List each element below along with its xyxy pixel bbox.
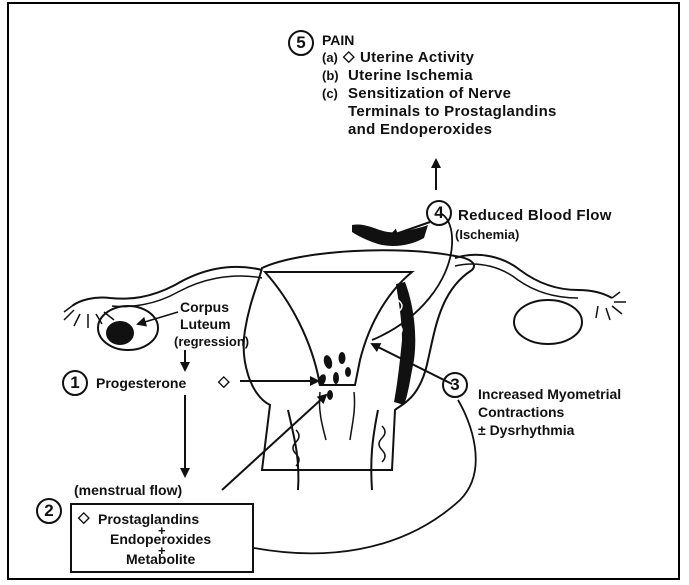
- corpus-luteum: [106, 321, 134, 345]
- pain-item-c-mark: (c): [322, 87, 338, 100]
- pain-item-a: Uterine Activity: [360, 50, 474, 65]
- right-fallopian-tube: [455, 255, 612, 298]
- menstrual-fragments: [317, 352, 351, 400]
- contractions-line3: ± Dysrhythmia: [478, 423, 574, 437]
- pain-item-b: Uterine Ischemia: [348, 68, 473, 83]
- blood-flow-line1: Reduced Blood Flow: [458, 208, 612, 223]
- contractions-line2: Contractions: [478, 405, 564, 419]
- step-5-marker: 5: [288, 30, 314, 56]
- left-fallopian-tube: [72, 267, 262, 306]
- prostaglandins-line3: Metabolite: [126, 552, 195, 566]
- pain-item-a-mark: (a): [322, 51, 338, 64]
- progesterone-label: Progesterone: [96, 376, 186, 390]
- corpus-line1: Corpus: [180, 300, 229, 314]
- cervix-right: [371, 410, 378, 490]
- corpus-line3: (regression): [174, 335, 249, 348]
- decrease-symbol-icon: ◇: [78, 510, 90, 525]
- vagina-wave-right: [379, 426, 385, 462]
- step-3-marker: 3: [442, 372, 468, 398]
- cervix-inner: [319, 392, 354, 440]
- decrease-symbol-icon: ◇: [343, 49, 355, 64]
- pain-item-c-line1: Sensitization of Nerve: [348, 86, 511, 101]
- contractions-line1: Increased Myometrial: [478, 387, 621, 401]
- blood-flow-line2: (Ischemia): [455, 228, 519, 241]
- right-fimbriae: [596, 292, 626, 320]
- pain-item-c-line3: and Endoperoxides: [348, 122, 492, 137]
- pain-item-c-line2: Terminals to Prostaglandins: [348, 104, 557, 119]
- step-2-marker: 2: [36, 498, 62, 524]
- menstrual-flow-label: (menstrual flow): [74, 483, 182, 497]
- step-1-marker: 1: [62, 370, 88, 396]
- pain-item-b-mark: (b): [322, 69, 339, 82]
- right-ovary: [514, 300, 582, 344]
- left-fimbriae: [64, 306, 114, 328]
- pain-title: PAIN: [322, 33, 354, 47]
- decrease-symbol-icon: ◇: [218, 374, 230, 389]
- blood-vessel-right-wall: [394, 282, 415, 405]
- prostaglandins-to-contractions-curve: [254, 400, 476, 553]
- step-4-marker: 4: [426, 200, 452, 226]
- flow-to-uterus-arrow: [222, 395, 326, 490]
- prostaglandins-line1: Prostaglandins: [98, 512, 199, 526]
- corpus-line2: Luteum: [180, 317, 231, 331]
- uterine-cavity: [265, 272, 412, 385]
